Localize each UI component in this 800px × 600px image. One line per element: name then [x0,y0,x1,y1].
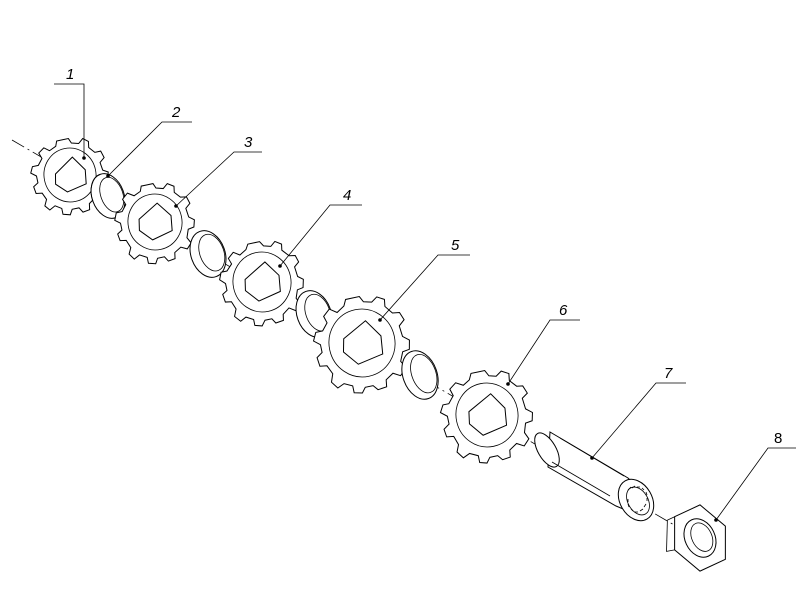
leader-4 [279,204,362,267]
leader-6 [507,319,580,385]
leader-5 [379,254,470,321]
leader-3 [175,151,262,207]
part-3-sprocket [114,183,195,265]
part-6-sprocket [439,369,533,464]
callout-1: 1 [66,66,74,83]
leader-7 [591,382,686,459]
part-1-small-sprocket [30,137,109,216]
part-8-hex-nut [666,504,726,572]
leader-8 [715,447,796,521]
ring-spacer-c [401,350,439,400]
leader-2 [107,121,192,177]
callout-4: 4 [343,187,351,204]
ring-spacer-a [189,230,227,278]
leader-1 [54,83,85,158]
callout-3: 3 [244,134,253,151]
leader-lines [54,83,796,521]
callout-6: 6 [559,302,568,319]
leader-dots [82,156,718,522]
callout-2: 2 [171,104,181,121]
callout-7: 7 [664,365,673,382]
part-7-splined-hub [534,431,655,522]
part-4-sprocket [219,240,304,327]
callout-5: 5 [451,237,460,254]
callout-8: 8 [774,430,782,447]
part-5-large-sprocket [312,295,410,394]
